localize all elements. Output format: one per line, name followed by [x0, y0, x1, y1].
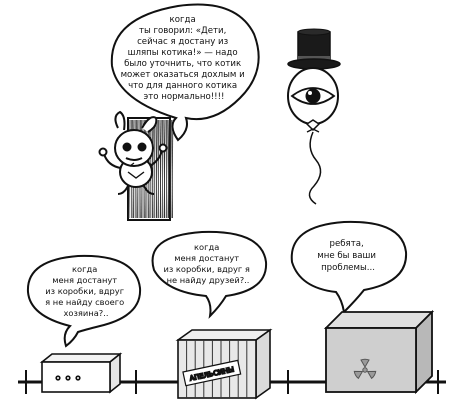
left-line-4: я не найду своего [45, 297, 124, 307]
top-line-8: это нормально!!!! [143, 92, 224, 102]
middle-bubble-text: когда меня достанут из коробки, вдруг я … [163, 242, 252, 285]
left-line-5: хозяина?.. [64, 308, 109, 318]
top-line-7: что для данного котика [128, 81, 237, 91]
speech-bubble-left-box: когда меня достанут из коробки, вдруг я … [26, 254, 142, 348]
speech-bubble-middle-box: когда меня достанут из коробки, вдруг я … [151, 230, 268, 319]
middle-line-2: меня достанут [174, 253, 239, 263]
left-bubble-text: когда меня достанут из коробки, вдруг я … [45, 264, 127, 318]
hatch-stroke [159, 119, 162, 219]
right-line-3: проблемы... [321, 263, 375, 273]
radioactive-box [323, 309, 435, 395]
bunny-creature-icon [98, 110, 168, 195]
small-box-left [39, 352, 123, 394]
top-line-5: было уточнить, что котик [124, 59, 241, 69]
left-line-1: когда [72, 264, 97, 274]
top-line-4: шляпы котика!» — надо [128, 48, 238, 58]
speech-bubble-right-box: ребята, мне бы ваши проблемы... [290, 220, 408, 315]
right-bubble-text: ребята, мне бы ваши проблемы... [317, 239, 378, 273]
orange-crate-box: АПЕЛЬСИНЫ [175, 328, 273, 400]
middle-line-1: когда [194, 242, 219, 252]
speech-bubble-top: когда ты говорил: «Дети, сейчас я достан… [110, 3, 260, 142]
hatch-stroke [155, 119, 158, 219]
top-line-6: может оказаться дохлым и [121, 70, 245, 80]
left-line-3: из коробки, вдруг [45, 286, 124, 296]
right-line-2: мне бы ваши [317, 251, 376, 261]
hatch-stroke [171, 119, 174, 219]
top-line-1: когда [170, 15, 196, 25]
left-line-2: меня достанут [52, 275, 117, 285]
radiation-symbol-icon [353, 358, 377, 380]
middle-line-3: из коробки, вдруг я [163, 264, 249, 274]
top-bubble-text: когда ты говорил: «Дети, сейчас я достан… [121, 15, 248, 102]
middle-line-4: не найду друзей?.. [167, 275, 250, 285]
hatch-stroke [152, 119, 154, 219]
top-line-2: ты говорил: «Дети, [139, 26, 226, 36]
right-line-1: ребята, [330, 239, 364, 249]
hatch-stroke [163, 119, 166, 219]
eye-balloon-with-top-hat-icon [287, 28, 341, 205]
top-line-3: сейчас я достану из [137, 37, 229, 47]
hatch-stroke [167, 119, 170, 219]
